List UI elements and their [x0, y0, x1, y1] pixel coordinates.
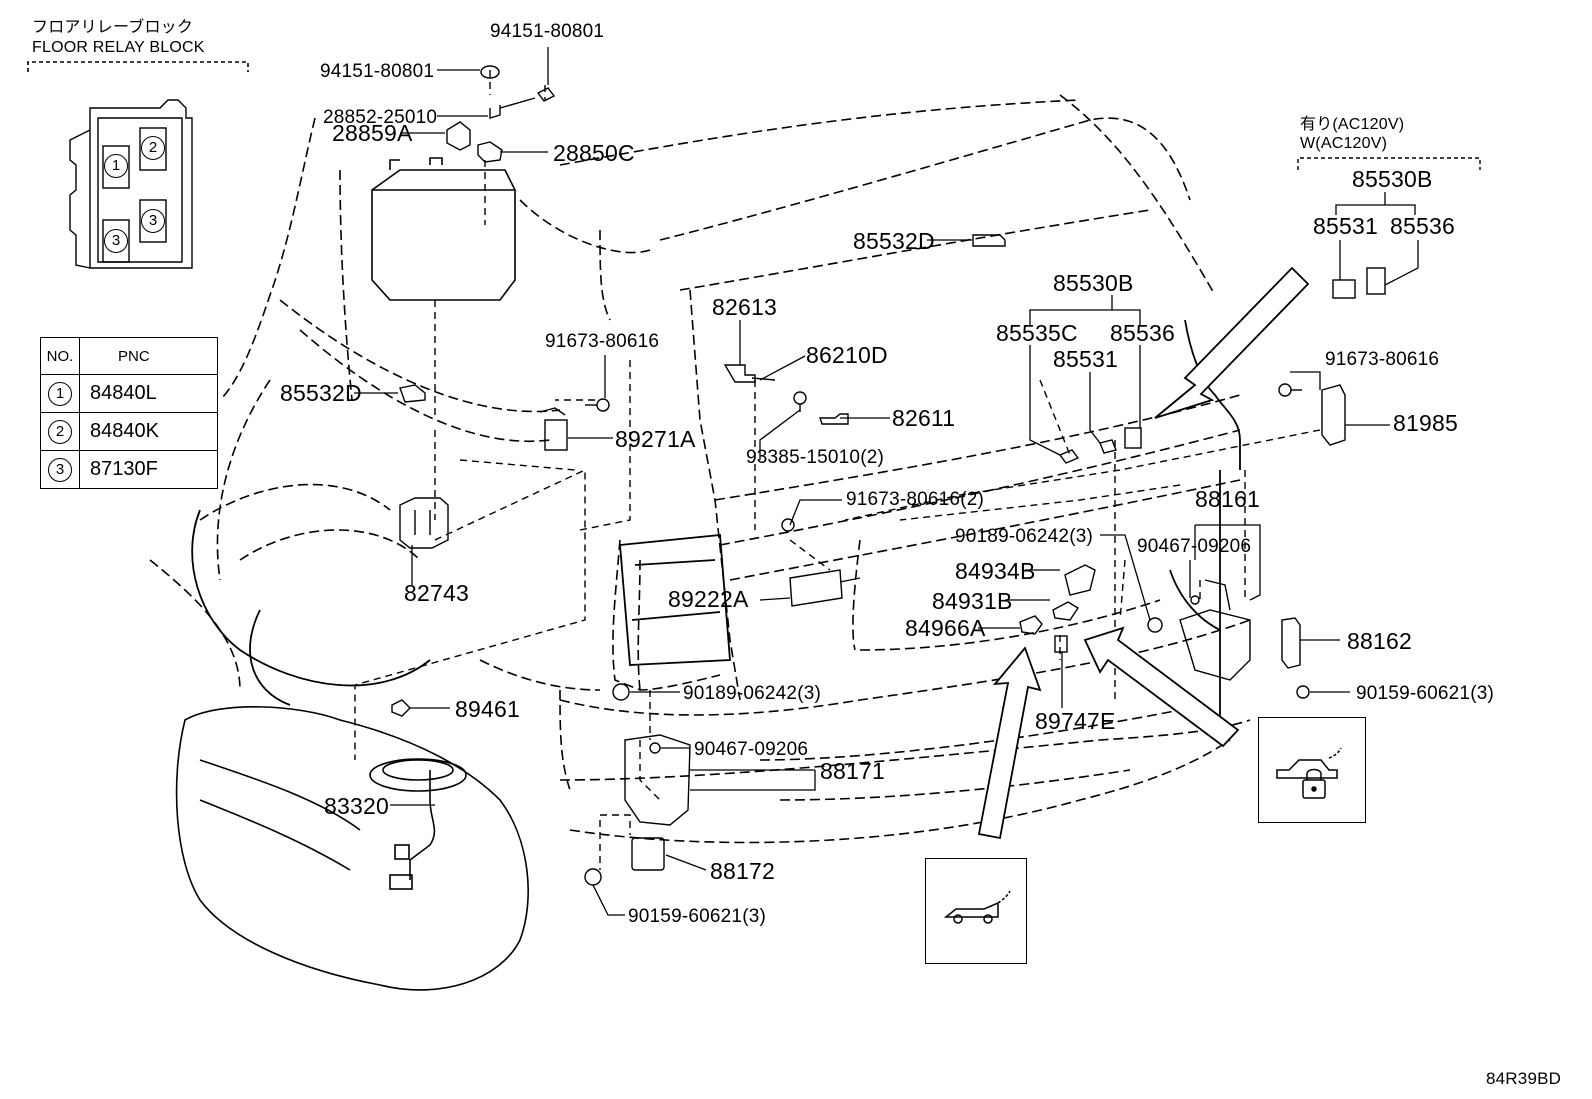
part-label[interactable]: 85531 [1313, 213, 1378, 239]
part-label[interactable]: 85530B [1352, 166, 1433, 192]
pnc-row-code[interactable]: 84840K [79, 412, 218, 451]
relay-block-drawing [69, 99, 193, 269]
part-label[interactable]: 82743 [404, 580, 469, 606]
part-label[interactable]: 85532D [280, 380, 362, 406]
option-title-en: W(AC120V) [1300, 135, 1388, 152]
body-panel-lines [191, 319, 1241, 720]
part-label[interactable]: 89271A [615, 426, 696, 452]
part-label[interactable]: 85532D [853, 228, 935, 254]
car-back-door-icon [925, 858, 1027, 964]
label-leaders [354, 47, 1419, 916]
pnc-row-no: 3 [48, 458, 72, 482]
part-label[interactable]: 90189-06242(3) [683, 683, 822, 704]
relay-slot-3a: 3 [104, 229, 128, 253]
part-label[interactable]: 91673-80616 [545, 331, 660, 352]
relay-block-title-jp: フロアリレーブロック [32, 19, 194, 36]
part-label[interactable]: 93385-15010(2) [746, 447, 885, 468]
part-label[interactable]: 88162 [1347, 628, 1412, 654]
relay-block-title-en: FLOOR RELAY BLOCK [32, 39, 205, 56]
relay-block-bracket [27, 61, 249, 72]
pnc-row-code[interactable]: 84840L [79, 374, 218, 413]
diagram-id: 84R39BD [1486, 1069, 1562, 1088]
part-label[interactable]: 85536 [1390, 213, 1455, 239]
part-label[interactable]: 89222A [668, 586, 749, 612]
pnc-row: 1 84840L [40, 374, 218, 413]
pnc-row-no: 2 [48, 420, 72, 444]
pnc-table: NO. PNC 1 84840L 2 84840K 3 87130F [40, 337, 218, 489]
part-label[interactable]: 94151-80801 [490, 21, 605, 42]
part-label[interactable]: 89747E [1035, 708, 1116, 734]
part-label[interactable]: 88172 [710, 858, 775, 884]
part-label[interactable]: 90159-60621(3) [628, 906, 767, 927]
relay-slot-2: 2 [141, 136, 165, 160]
part-label[interactable]: 84934B [955, 558, 1036, 584]
part-label[interactable]: 86210D [806, 342, 888, 368]
part-label[interactable]: 84966A [905, 615, 986, 641]
part-label[interactable]: 90159-60621(3) [1356, 683, 1495, 704]
part-label[interactable]: 28850C [553, 140, 635, 166]
option-bracket [1297, 157, 1481, 170]
pnc-row: 2 84840K [40, 412, 218, 451]
relay-slot-3b: 3 [141, 209, 165, 233]
pnc-header-pnc: PNC [79, 337, 218, 375]
part-label[interactable]: 82611 [892, 405, 956, 431]
part-label[interactable]: 90467-09206 [1137, 536, 1252, 557]
part-label[interactable]: 85530B [1053, 270, 1134, 296]
part-label[interactable]: 90467-09206 [694, 739, 809, 760]
part-label[interactable]: 90189-06242(3) [955, 526, 1094, 547]
part-label[interactable]: 83320 [324, 793, 389, 819]
part-label[interactable]: 82613 [712, 294, 777, 320]
pnc-row: 3 87130F [40, 450, 218, 489]
part-label[interactable]: 89461 [455, 696, 520, 722]
pnc-row-code[interactable]: 87130F [79, 450, 218, 489]
part-label[interactable]: 85536 [1110, 320, 1175, 346]
battery-drawing [371, 157, 516, 301]
part-label[interactable]: 88161 [1195, 486, 1260, 512]
pnc-header-no: NO. [40, 337, 80, 375]
relay-slot-1: 1 [104, 154, 128, 178]
part-glyphs [391, 65, 1386, 886]
part-label[interactable]: 28852-25010 [323, 107, 438, 128]
part-label[interactable]: 85535C [996, 320, 1078, 346]
part-label[interactable]: 81985 [1393, 410, 1458, 436]
part-label[interactable]: 28859A [332, 120, 413, 146]
part-label[interactable]: 88171 [820, 758, 885, 784]
option-title-jp: 有り(AC120V) [1300, 116, 1405, 133]
part-label[interactable]: 91673-80616(2) [846, 489, 985, 510]
part-label[interactable]: 84931B [932, 588, 1013, 614]
part-label[interactable]: 94151-80801 [320, 61, 435, 82]
direction-arrows [977, 266, 1310, 840]
car-door-lock-icon [1258, 717, 1366, 823]
pnc-row-no: 1 [48, 382, 72, 406]
part-label[interactable]: 91673-80616 [1325, 349, 1440, 370]
fuel-tank-drawing [175, 706, 529, 991]
part-label[interactable]: 85531 [1053, 346, 1118, 372]
